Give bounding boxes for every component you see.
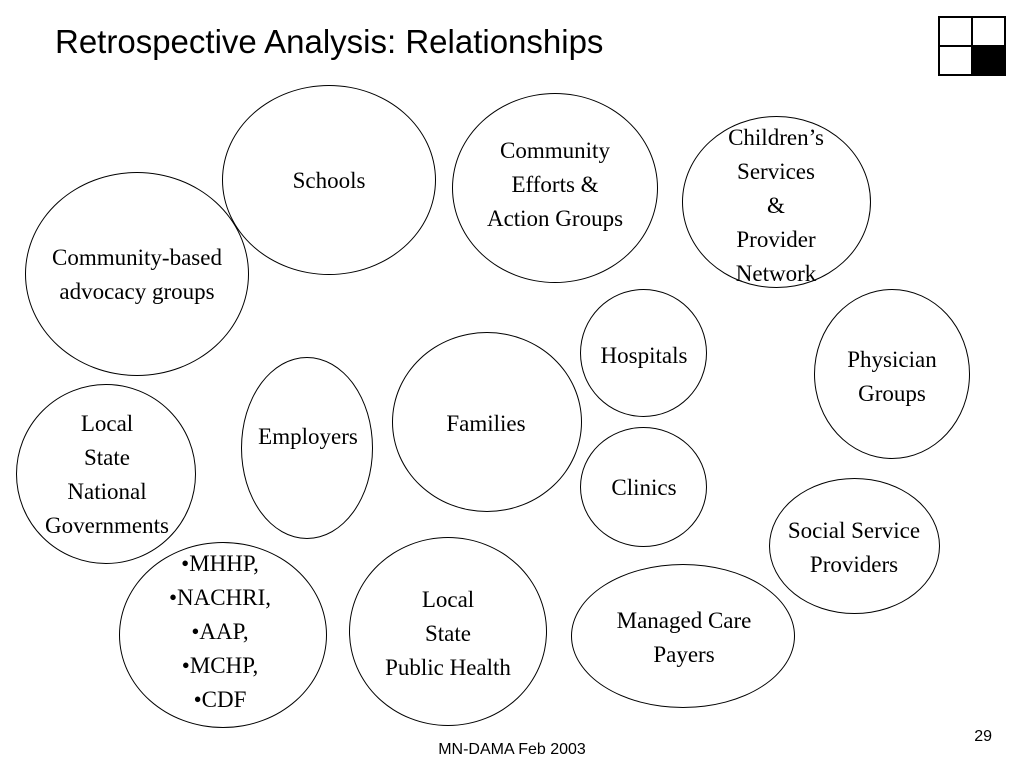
social-service-label: Social Service Providers [787,518,921,577]
families-label: Families [446,411,526,436]
community-efforts-ellipse [452,93,658,283]
schools-label: Schools [292,168,366,193]
organizations-ellipse [119,542,327,728]
organizations-label: •MHHP, •NACHRI, •AAP, •MCHP, •CDF [169,551,271,712]
community-advocacy-label: Community-based advocacy groups [52,245,222,304]
hospitals-ellipse [580,289,707,417]
clinics-label: Clinics [611,475,677,500]
clinics-ellipse [580,427,707,547]
logo-cell-top-right [972,17,1005,46]
physician-groups-label: Physician Groups [847,347,937,406]
footer-text: MN-DAMA Feb 2003 [438,741,586,758]
hospitals-label: Hospitals [600,343,688,368]
childrens-services-label: Children’s Services & Provider Network [728,125,824,286]
employers-label: Employers [258,424,358,449]
families-ellipse [392,332,582,512]
governments-ellipse [16,384,196,564]
employers-ellipse [241,357,373,539]
community-advocacy-ellipse [25,172,249,376]
managed-care-label: Managed Care Payers [616,608,752,667]
physician-groups-ellipse [814,289,970,459]
logo-cell-top-left [939,17,972,46]
schools-ellipse [222,85,436,275]
social-service-ellipse [769,478,940,614]
public-health-ellipse [349,537,547,726]
page-number: 29 [974,728,992,745]
governments-label: Local State National Governments [45,411,169,538]
community-efforts-label: Community Efforts & Action Groups [486,138,624,231]
managed-care-ellipse [571,564,795,708]
corner-grid-logo [938,16,1006,76]
logo-cell-bottom-right [972,46,1005,75]
slide-title: Retrospective Analysis: Relationships [55,23,604,60]
public-health-label: Local State Public Health [385,587,511,680]
logo-cell-bottom-left [939,46,972,75]
childrens-services-ellipse [682,116,871,288]
